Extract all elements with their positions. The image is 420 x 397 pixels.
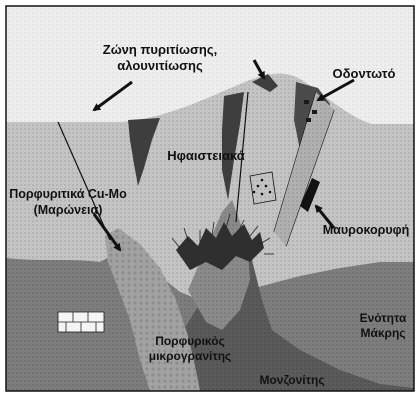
label-monzonite: Μονζονίτης [259, 373, 324, 387]
label-microgranite-line2: μικρογρανίτης [149, 349, 232, 363]
limestone-symbol [58, 312, 104, 332]
label-volcanics: Ηφαιστειακά [167, 148, 245, 163]
label-alteration-line1: Ζώνη πυριτίωσης, [103, 42, 217, 57]
label-alteration-line2: αλουνιτίωσης [117, 58, 203, 73]
label-porphyry-line1: Πορφυριτικά Cu-Mo [9, 187, 127, 201]
label-makri-line2: Μάκρης [360, 326, 405, 340]
label-makri-line1: Ενότητα [360, 311, 407, 325]
label-porphyry-line2: (Μαρώνεια) [34, 203, 103, 217]
label-mavrokoryfi: Μαυροκορυφή [323, 223, 410, 237]
label-microgranite-line1: Πορφυρικός [155, 334, 225, 348]
label-odontoto: Οδοντωτό [333, 66, 396, 81]
